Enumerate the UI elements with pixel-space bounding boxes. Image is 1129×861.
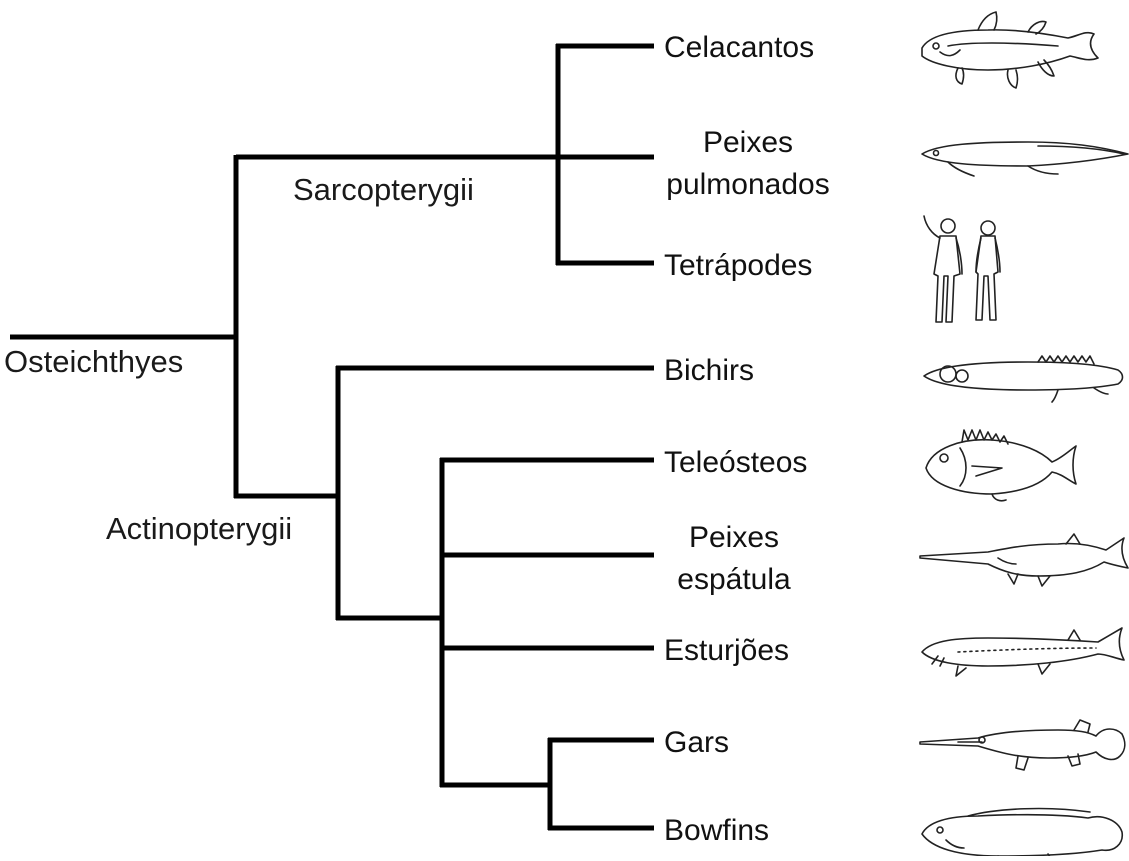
taxon-label-tetrapodes: Tetrápodes bbox=[664, 249, 812, 282]
taxon-label-bichirs: Bichirs bbox=[664, 354, 754, 387]
clade-label-sarcopterygii: Sarcopterygii bbox=[293, 172, 474, 207]
taxon-label-peixes-pulmonados-line2: pulmonados bbox=[666, 168, 829, 201]
paddlefish-icon bbox=[920, 534, 1128, 586]
bichir-icon bbox=[924, 356, 1123, 402]
teleost-fish-icon bbox=[926, 430, 1076, 501]
clade-label-osteichthyes: Osteichthyes bbox=[4, 344, 183, 379]
sturgeon-icon bbox=[922, 628, 1124, 676]
coelacanth-icon bbox=[922, 12, 1098, 88]
lungfish-icon bbox=[922, 142, 1128, 176]
taxon-label-bowfins: Bowfins bbox=[664, 814, 769, 847]
taxon-label-peixes-espatula-line1: Peixes bbox=[689, 521, 779, 554]
taxon-label-peixes-espatula-line2: espátula bbox=[677, 563, 791, 596]
tree-branches bbox=[10, 44, 654, 830]
clade-label-actinopterygii: Actinopterygii bbox=[106, 511, 292, 546]
taxon-label-gars: Gars bbox=[664, 726, 729, 759]
bowfin-icon bbox=[922, 809, 1122, 856]
taxon-label-teleosteos: Teleósteos bbox=[664, 446, 807, 479]
gar-icon bbox=[920, 720, 1125, 770]
human-figures-icon bbox=[924, 216, 1000, 322]
taxon-label-esturjoes: Esturjões bbox=[664, 634, 789, 667]
taxon-label-peixes-pulmonados-line1: Peixes bbox=[703, 126, 793, 159]
taxon-label-celacantos: Celacantos bbox=[664, 31, 814, 64]
